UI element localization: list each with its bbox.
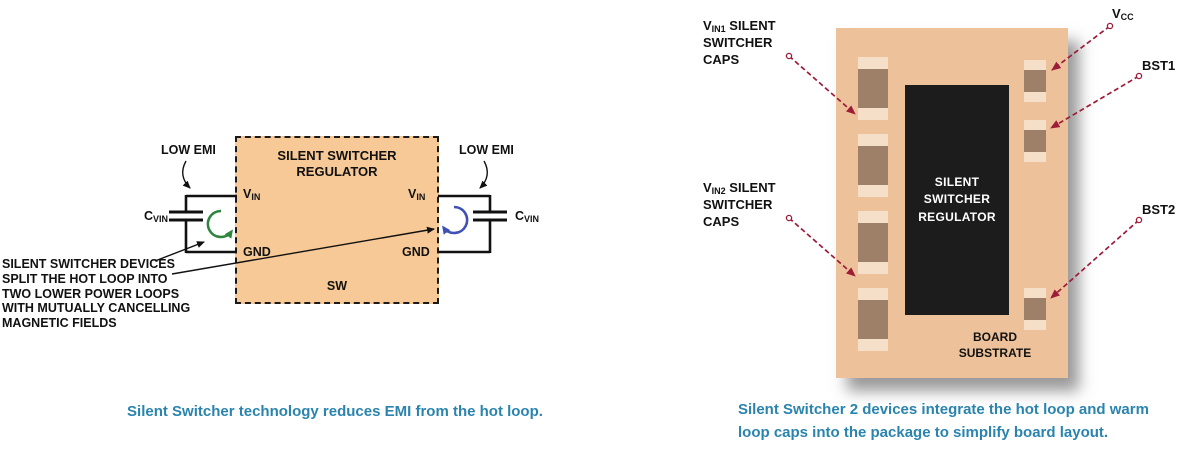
vin2-caps-label: VIN2 SILENT SWITCHER CAPS	[703, 179, 776, 230]
capacitor-body	[858, 69, 888, 108]
right-figure-caption: Silent Switcher 2 devices integrate the …	[738, 401, 1149, 441]
capacitor-pad	[1024, 92, 1046, 102]
regulator-title: SILENT SWITCHER REGULATOR	[277, 148, 397, 179]
capacitor-pad	[858, 288, 888, 300]
capacitor-pad	[858, 185, 888, 197]
low-emi-right-arrow	[479, 160, 489, 189]
vin2-base: V	[703, 180, 712, 195]
capacitor-pad	[858, 262, 888, 274]
vcc-sub: CC	[1120, 12, 1134, 22]
capacitor-pad	[858, 108, 888, 120]
capacitor-pad	[1024, 320, 1046, 330]
capacitor-pad	[1024, 120, 1046, 130]
capacitor-pad	[858, 339, 888, 351]
cvin-sub: VIN	[524, 214, 540, 224]
capacitor-pad	[858, 134, 888, 146]
vin1-base: V	[703, 18, 712, 33]
vin-pin-label-left: VIN	[243, 187, 260, 202]
blue-current-loop-arrow	[442, 205, 469, 235]
capacitor-body	[1024, 70, 1046, 92]
vin2-capacitor-2	[858, 288, 888, 351]
bst1-capacitor	[1024, 120, 1046, 162]
vin2-capacitor-1	[858, 211, 888, 274]
vin2-rest: SILENT SWITCHER CAPS	[703, 180, 776, 230]
vin1-sub: IN1	[711, 24, 726, 34]
hot-loop-annotation: SILENT SWITCHER DEVICES SPLIT THE HOT LO…	[2, 257, 191, 330]
capacitor-pad	[1024, 60, 1046, 70]
cvin-sub: VIN	[152, 214, 168, 224]
bst1-label: BST1	[1142, 58, 1176, 73]
cvin-label-left: CVIN	[118, 209, 168, 224]
low-emi-left-arrow	[181, 160, 191, 189]
vin-sub: IN	[251, 192, 261, 202]
vin1-capacitor-2	[858, 134, 888, 197]
bst2-label: BST2	[1142, 202, 1176, 217]
capacitor-pad	[1024, 152, 1046, 162]
vin1-capacitor-1	[858, 57, 888, 120]
sw-pin-label: SW	[326, 279, 348, 293]
cvin-base: C	[143, 209, 153, 223]
regulator-ic-label: SILENT SWITCHER REGULATOR	[918, 174, 996, 224]
capacitor-pad	[858, 211, 888, 223]
vin2-sub: IN2	[711, 186, 726, 196]
low-emi-label-right: LOW EMI	[459, 143, 514, 157]
vin-base: V	[243, 187, 252, 201]
vin-sub: IN	[416, 192, 426, 202]
cvin-base: C	[515, 209, 525, 223]
green-current-loop-arrow	[206, 209, 233, 239]
cvin-label-right: CVIN	[515, 209, 539, 224]
vin-pin-label-right: VIN	[408, 187, 425, 202]
vin1-caps-label: VIN1 SILENT SWITCHER CAPS	[703, 17, 776, 68]
gnd-pin-label-left: GND	[243, 245, 271, 259]
left-figure-caption: Silent Switcher technology reduces EMI f…	[127, 403, 543, 420]
vin1-rest: SILENT SWITCHER CAPS	[703, 18, 776, 68]
board-substrate-label: BOARD SUBSTRATE	[958, 330, 1032, 360]
gnd-pin-label-right: GND	[402, 245, 430, 259]
regulator-ic-package: SILENT SWITCHER REGULATOR	[905, 85, 1009, 315]
vcc-capacitor	[1024, 60, 1046, 102]
capacitor-body	[858, 300, 888, 339]
vcc-label: VCC	[1112, 5, 1134, 22]
capacitor-body	[1024, 298, 1046, 320]
vcc-base: V	[1112, 6, 1121, 21]
vin-base: V	[408, 187, 417, 201]
capacitor-body	[858, 223, 888, 262]
low-emi-label-left: LOW EMI	[161, 143, 216, 157]
capacitor-body	[858, 146, 888, 185]
capacitor-pad	[858, 57, 888, 69]
capacitor-body	[1024, 130, 1046, 152]
silent-switcher-regulator-box	[235, 136, 439, 304]
bst2-capacitor	[1024, 288, 1046, 330]
capacitor-pad	[1024, 288, 1046, 298]
